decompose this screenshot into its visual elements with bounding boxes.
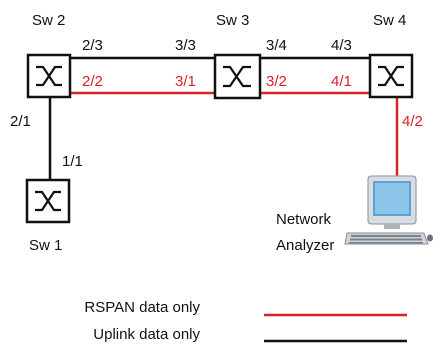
port-label: 3/3 bbox=[175, 37, 196, 54]
port-label: 2/1 bbox=[10, 113, 31, 130]
switch-label-sw4: Sw 4 bbox=[373, 12, 406, 29]
switch-label-sw1: Sw 1 bbox=[29, 237, 62, 254]
port-label: 1/1 bbox=[62, 153, 83, 170]
port-label: 4/1 bbox=[331, 73, 352, 90]
port-label: 3/1 bbox=[175, 73, 196, 90]
computer-icon bbox=[344, 175, 433, 245]
port-label: 3/2 bbox=[266, 73, 287, 90]
switch-icon bbox=[25, 178, 71, 224]
port-label: 4/2 bbox=[402, 113, 423, 130]
legend-rspan-label: RSPAN data only bbox=[84, 299, 200, 316]
analyzer-label: Analyzer bbox=[276, 237, 334, 254]
switch-icon bbox=[213, 53, 262, 100]
legend-uplink-label: Uplink data only bbox=[93, 326, 200, 343]
switch-icon bbox=[368, 53, 414, 99]
port-label: 3/4 bbox=[266, 37, 287, 54]
switch-icon bbox=[26, 53, 72, 99]
switch-label-sw2: Sw 2 bbox=[32, 12, 65, 29]
port-label: 2/3 bbox=[82, 37, 103, 54]
port-label: 4/3 bbox=[331, 37, 352, 54]
switch-label-sw3: Sw 3 bbox=[216, 12, 249, 29]
port-label: 2/2 bbox=[82, 73, 103, 90]
analyzer-label: Network bbox=[276, 211, 332, 228]
